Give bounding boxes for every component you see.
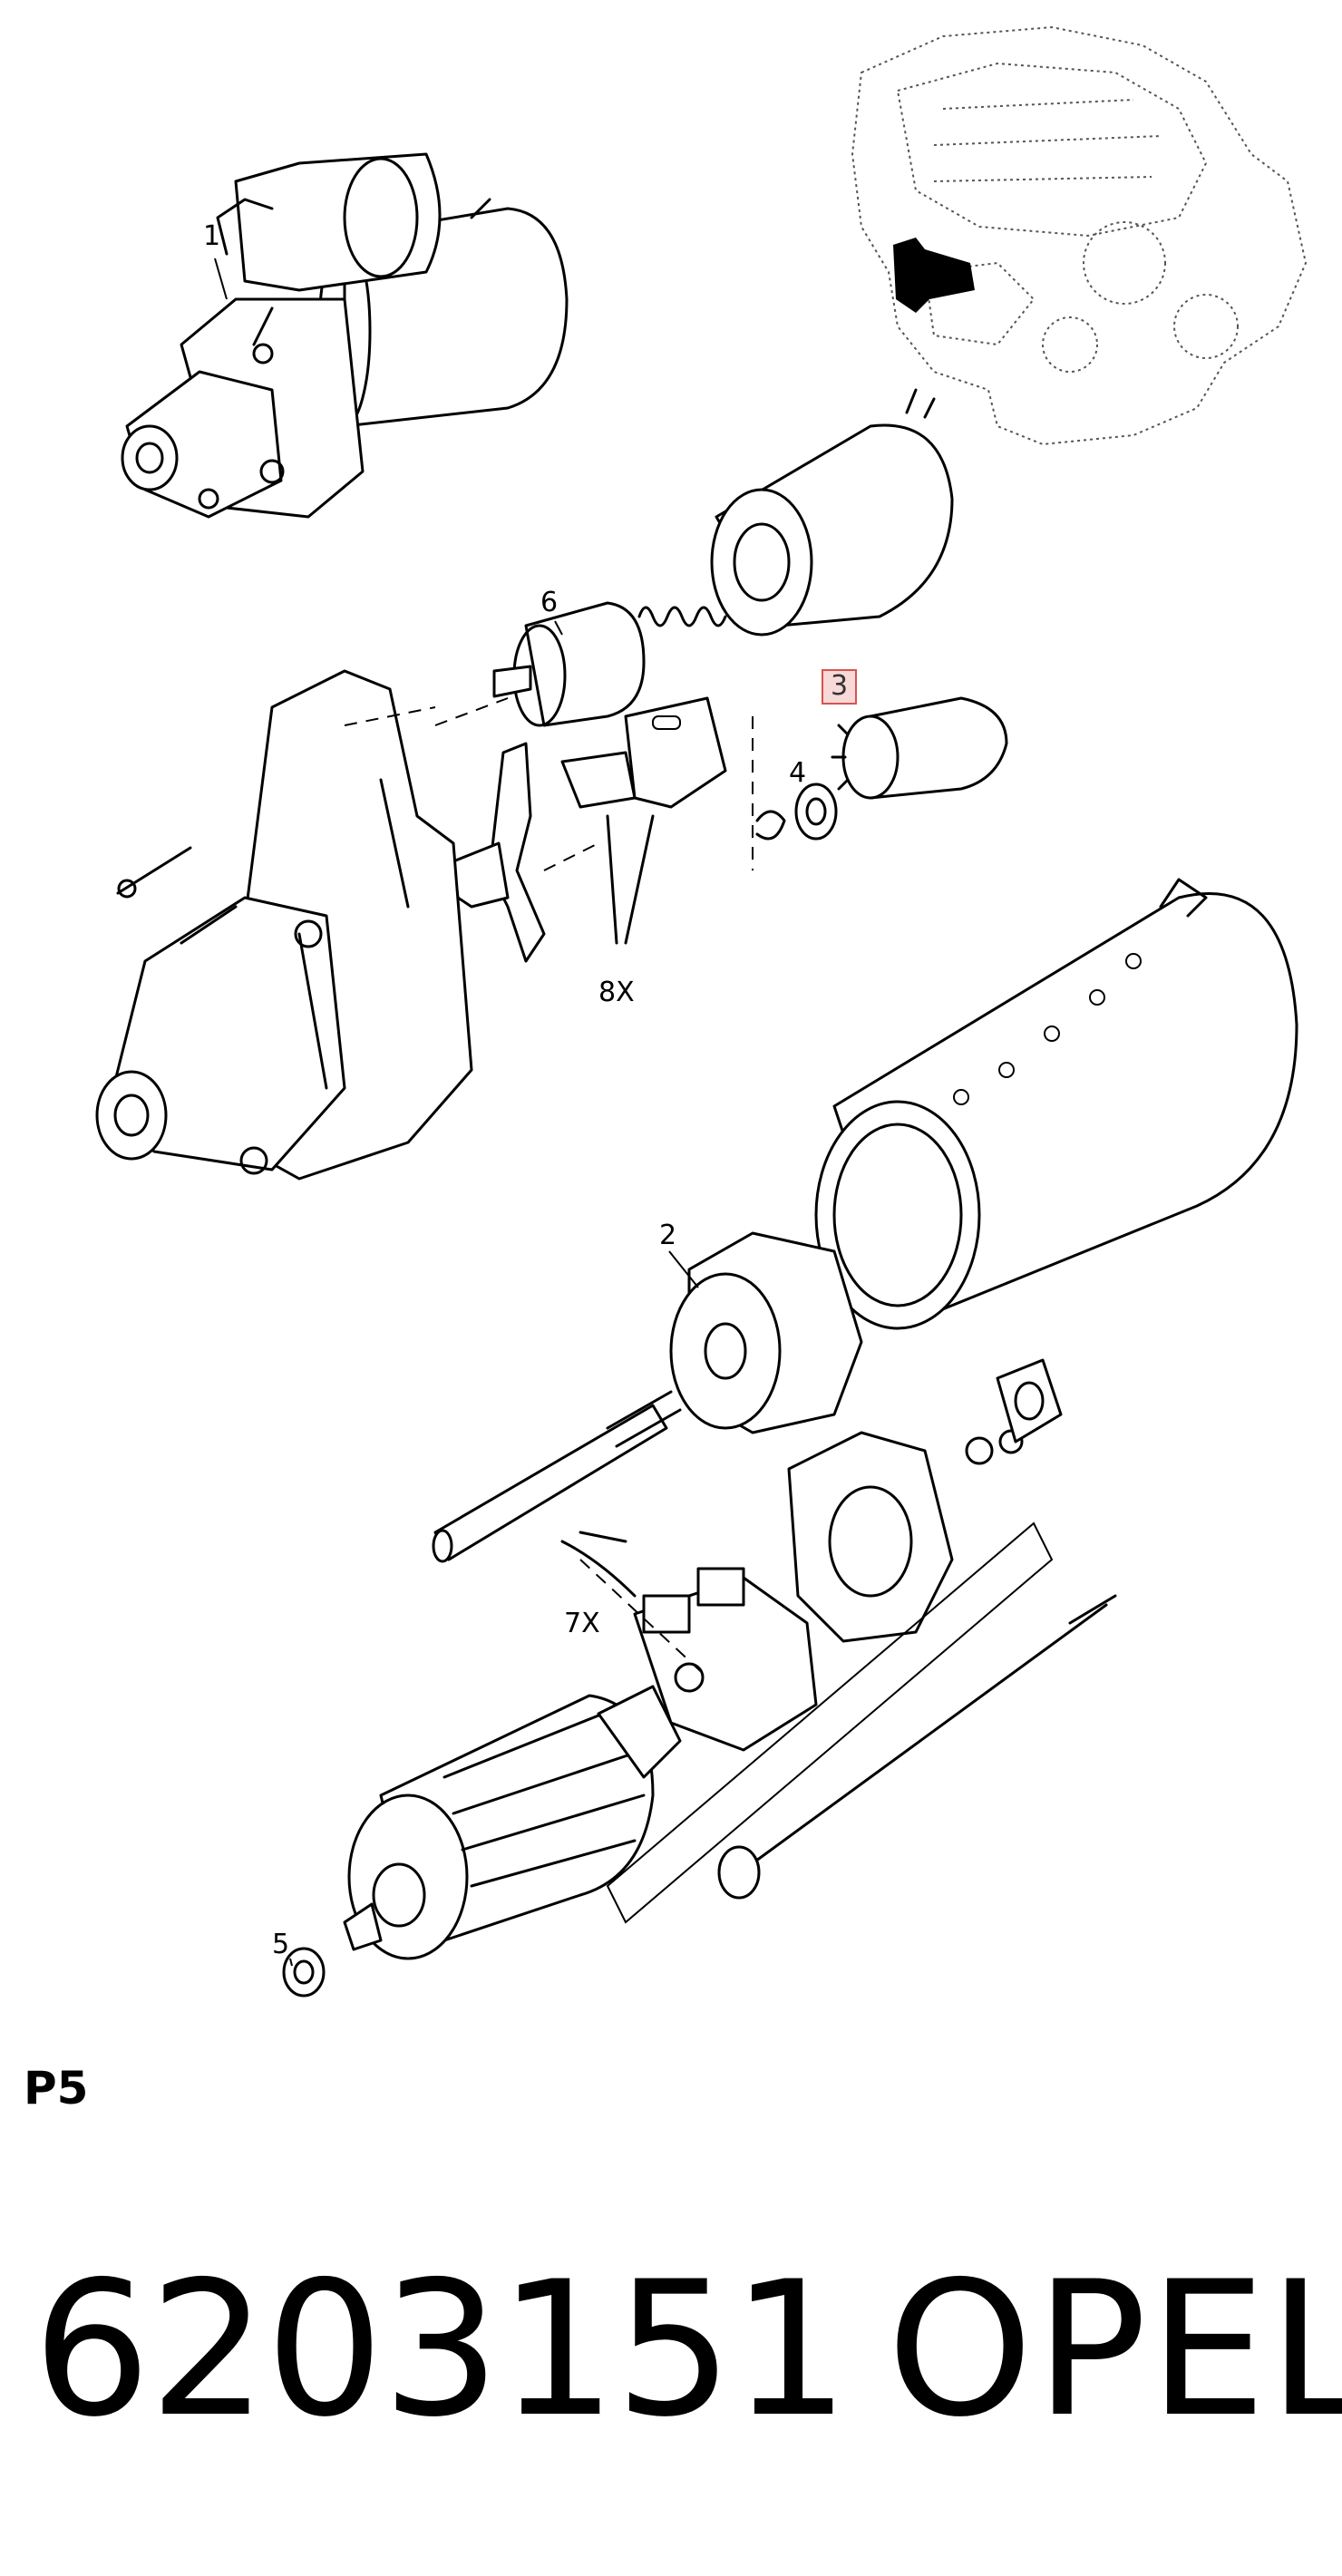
callout-7x: 7X xyxy=(564,1608,600,1639)
intermediate-bearing xyxy=(669,1231,863,1434)
callout-4: 4 xyxy=(789,757,807,789)
solenoid-switch xyxy=(637,388,954,637)
through-bolt xyxy=(606,1521,1117,1924)
starter-location-marker xyxy=(893,238,975,313)
field-frame-housing xyxy=(814,878,1298,1330)
commutator-end-shield xyxy=(787,1358,1063,1643)
pinion-drive xyxy=(831,696,1008,800)
bearing-bush xyxy=(282,1947,326,1998)
stop-ring xyxy=(752,716,838,870)
armature xyxy=(343,1685,682,1960)
section-label: P5 xyxy=(24,2062,89,2114)
leader-line-1 xyxy=(214,258,228,300)
leader-line-6 xyxy=(554,620,563,636)
leader-line-5 xyxy=(289,1958,293,1967)
exploded-parts-diagram: 1 2 3 4 5 6 7X 8X xyxy=(95,25,1308,1998)
engagement-lever-set xyxy=(434,696,727,963)
callout-2: 2 xyxy=(659,1220,677,1251)
leader-line-2 xyxy=(668,1250,699,1288)
armature-shaft xyxy=(432,1390,682,1563)
drive-end-housing xyxy=(95,669,473,1181)
callout-1: 1 xyxy=(203,220,221,252)
diagram-drawing xyxy=(95,25,1308,1998)
part-number: 6203151 xyxy=(33,2242,850,2458)
engine-locator-icon xyxy=(851,25,1308,446)
plunger xyxy=(492,601,646,727)
brand-name: OPEL xyxy=(887,2242,1342,2458)
callout-6: 6 xyxy=(540,587,559,618)
starter-motor-assembly xyxy=(121,152,569,519)
callout-5: 5 xyxy=(272,1929,290,1960)
callout-3-highlighted[interactable]: 3 xyxy=(822,669,858,705)
callout-8x: 8X xyxy=(598,977,635,1008)
